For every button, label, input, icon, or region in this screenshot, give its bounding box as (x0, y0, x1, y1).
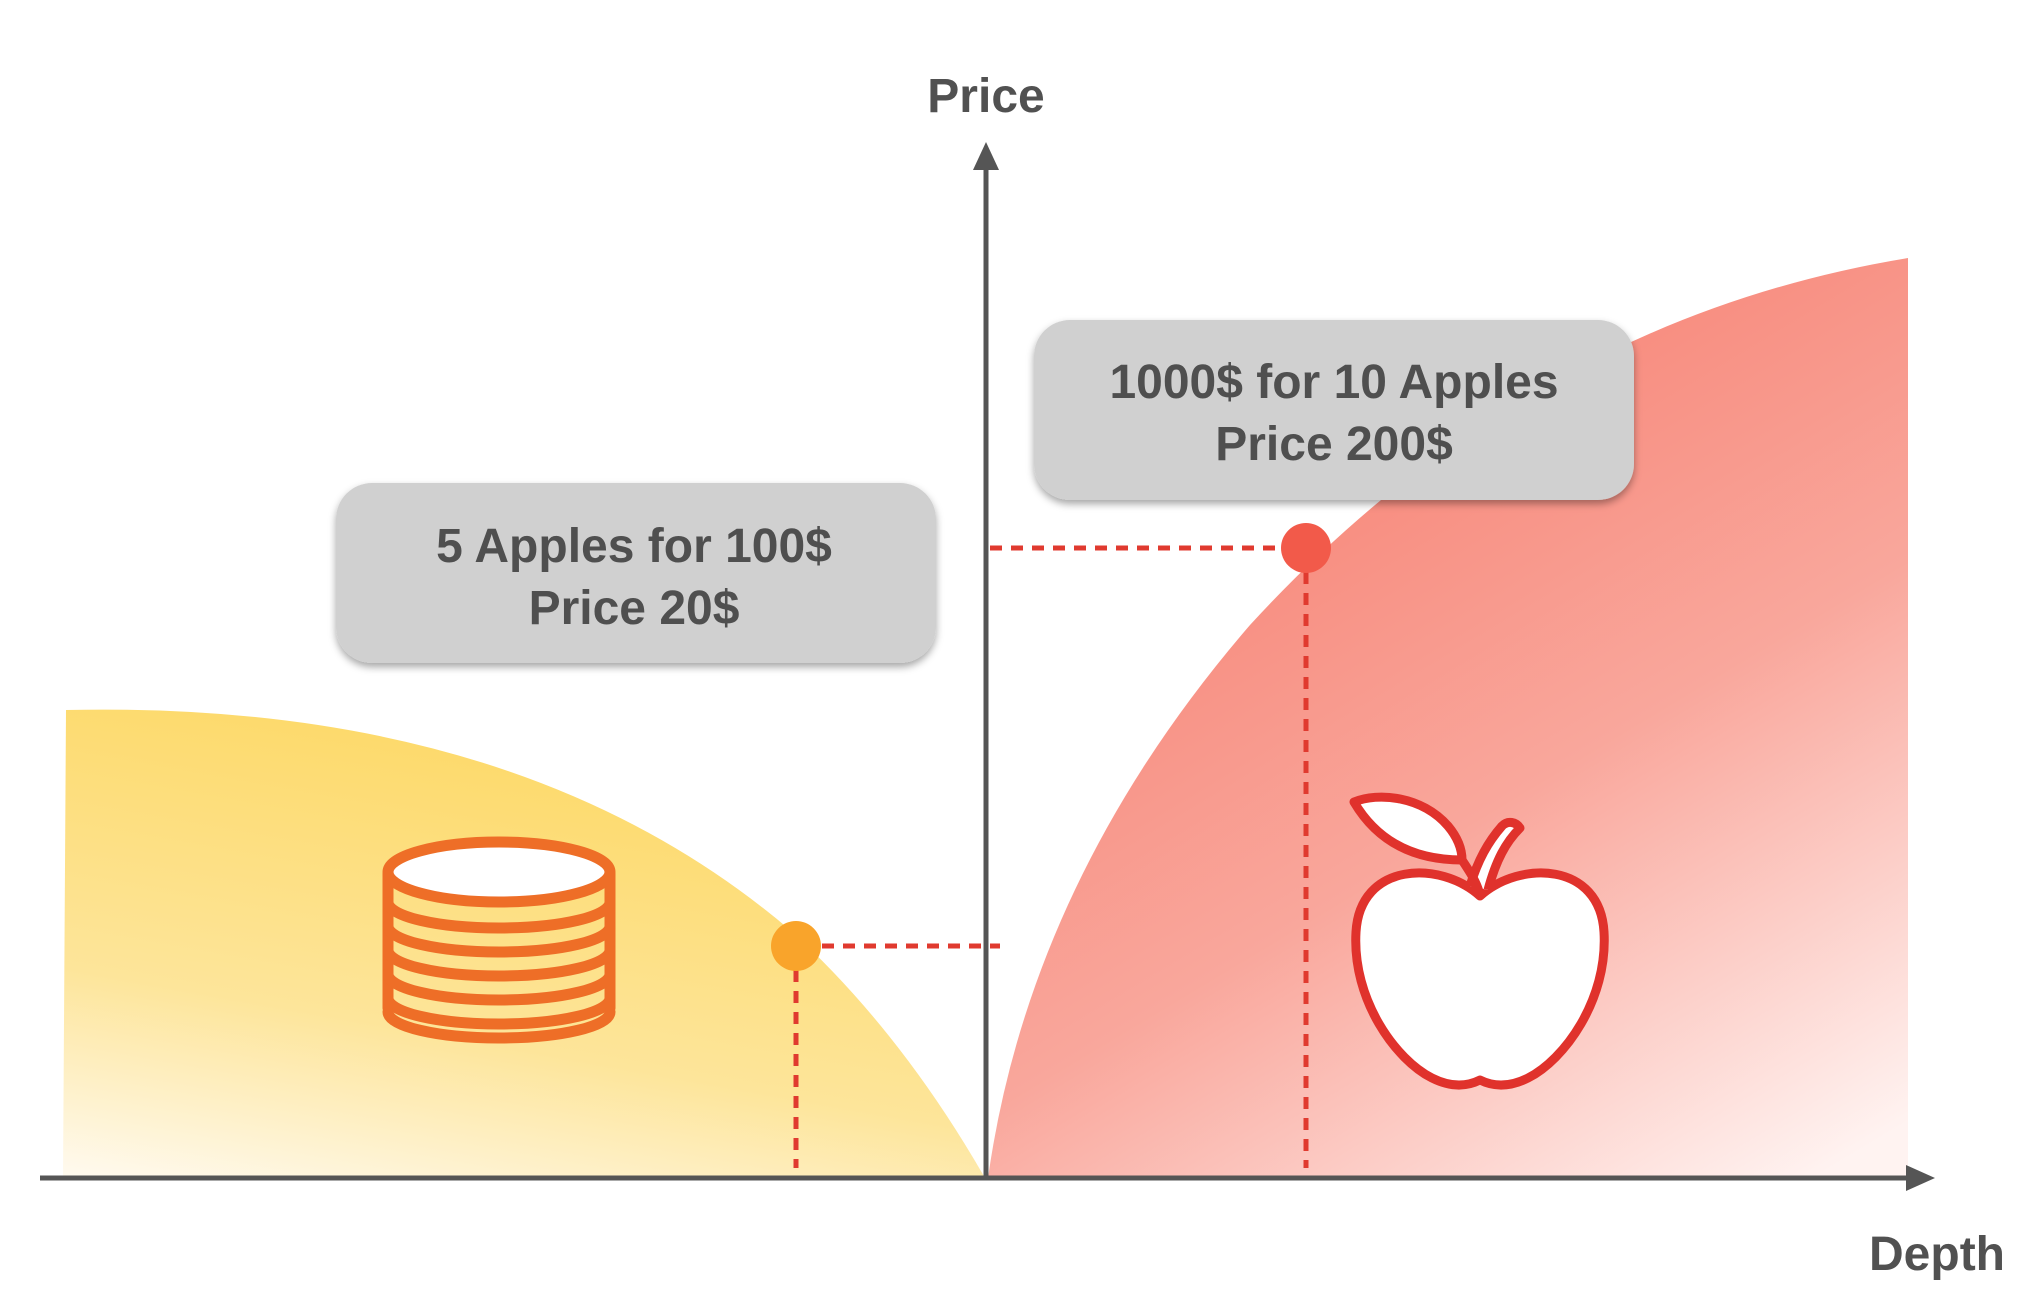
right-callout: 1000$ for 10 Apples Price 200$ (1034, 320, 1634, 500)
right-callout-line2: Price 200$ (1215, 418, 1453, 471)
right-callout-line1: 1000$ for 10 Apples (1109, 356, 1558, 409)
y-axis-arrow (973, 142, 999, 170)
y-axis-label: Price (927, 70, 1044, 123)
left-price-point (771, 921, 821, 971)
left-callout-line2: Price 20$ (529, 582, 740, 635)
right-callout-box (1034, 320, 1634, 500)
right-price-point (1281, 523, 1331, 573)
right-depth-area (988, 258, 1908, 1178)
coin-stack-icon (382, 836, 616, 1044)
left-callout: 5 Apples for 100$ Price 20$ (336, 483, 936, 663)
x-axis-arrow (1906, 1165, 1935, 1191)
left-depth-area (63, 709, 985, 1178)
left-callout-line1: 5 Apples for 100$ (436, 520, 832, 573)
x-axis-label: Depth (1869, 1228, 2005, 1281)
apple-icon (1349, 792, 1609, 1090)
left-callout-box (336, 483, 936, 663)
